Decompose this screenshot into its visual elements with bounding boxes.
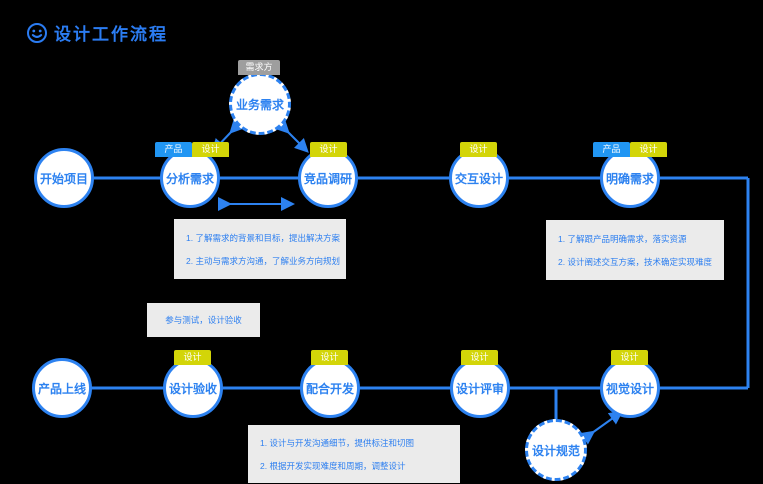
node-design-acceptance: 设计验收 <box>163 358 223 418</box>
node-label: 交互设计 <box>454 171 503 186</box>
tag-design: 设计 <box>461 350 498 365</box>
tag-design: 设计 <box>192 142 229 157</box>
node-label: 开始项目 <box>39 171 88 186</box>
note-line: 2. 根据开发实现难度和周期，调整设计 <box>260 460 406 471</box>
node-visual-design: 视觉设计 <box>600 358 660 418</box>
tag-demand-side: 需求方 <box>238 60 280 75</box>
tag-design: 设计 <box>460 142 497 157</box>
node-interaction-design: 交互设计 <box>449 148 509 208</box>
node-label: 明确需求 <box>605 171 654 186</box>
arrow-spec-visual <box>579 410 624 445</box>
node-label: 设计评审 <box>455 381 504 396</box>
note-develop-support: 1. 设计与开发沟通细节，提供标注和切图 2. 根据开发实现难度和周期，调整设计 <box>248 425 460 483</box>
tag-product: 产品 <box>593 142 630 157</box>
node-start-project: 开始项目 <box>34 148 94 208</box>
tag-design: 设计 <box>311 350 348 365</box>
tag-design: 设计 <box>310 142 347 157</box>
tag-design: 设计 <box>174 350 211 365</box>
note-analyze-requirements: 1. 了解需求的背景和目标，提出解决方案 2. 主动与需求方沟通，了解业务方向规… <box>174 219 346 279</box>
node-label: 设计规范 <box>531 443 580 458</box>
node-label: 业务需求 <box>235 97 284 112</box>
node-develop-support: 配合开发 <box>300 358 360 418</box>
tag-design: 设计 <box>611 350 648 365</box>
node-product-launch: 产品上线 <box>32 358 92 418</box>
node-label: 设计验收 <box>168 381 217 396</box>
node-label: 视觉设计 <box>605 381 654 396</box>
node-label: 产品上线 <box>37 381 86 396</box>
note-line: 2. 主动与需求方沟通，了解业务方向规划 <box>186 255 340 266</box>
note-line: 1. 设计与开发沟通细节，提供标注和切图 <box>260 437 414 448</box>
node-design-review: 设计评审 <box>450 358 510 418</box>
page-title-text: 设计工作流程 <box>54 25 168 44</box>
node-business-requirements: 业务需求 <box>229 73 291 135</box>
node-clarify-requirements: 明确需求 <box>600 148 660 208</box>
note-clarify-requirements: 1. 了解跟产品明确需求，落实资源 2. 设计阐述交互方案，技术确定实现难度 <box>546 220 724 280</box>
note-line: 2. 设计阐述交互方案，技术确定实现难度 <box>558 256 712 267</box>
node-label: 竞品调研 <box>303 171 352 186</box>
node-label: 配合开发 <box>305 381 354 396</box>
node-analyze-requirements: 分析需求 <box>160 148 220 208</box>
note-line: 1. 了解跟产品明确需求，落实资源 <box>558 233 687 244</box>
node-design-specification: 设计规范 <box>525 419 587 481</box>
page-title: 设计工作流程 <box>26 20 168 45</box>
node-label: 分析需求 <box>165 171 214 186</box>
note-line: 1. 了解需求的背景和目标，提出解决方案 <box>186 232 340 243</box>
tag-design: 设计 <box>630 142 667 157</box>
note-line: 参与测试，设计验收 <box>165 315 242 325</box>
note-design-acceptance: 参与测试，设计验收 <box>147 303 260 337</box>
node-competitor-research: 竞品调研 <box>298 148 358 208</box>
tag-product: 产品 <box>155 142 192 157</box>
arrow-business-research <box>274 118 309 153</box>
smiley-icon <box>27 22 47 43</box>
